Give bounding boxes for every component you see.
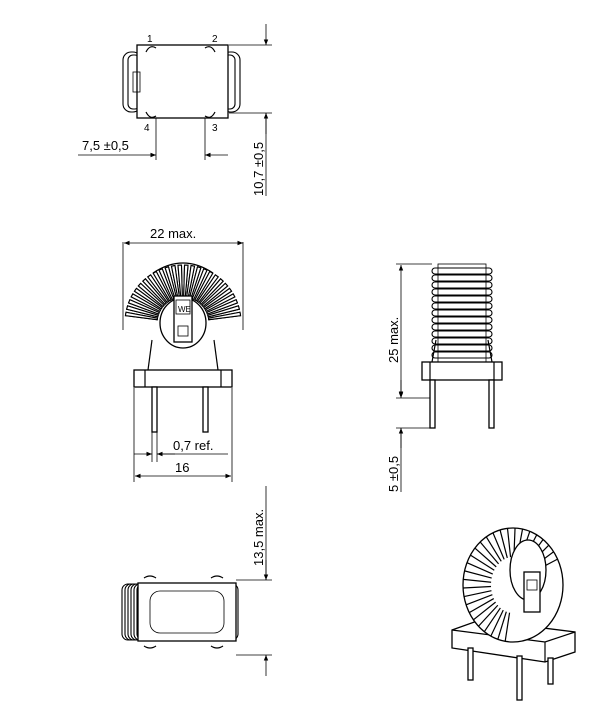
dim-side-height: 25 max. — [386, 317, 401, 363]
winding-turn — [463, 578, 492, 583]
winding-turn — [206, 298, 239, 315]
winding-turn — [474, 547, 497, 568]
front-view: WE 22 max. 0,7 ref. 16 — [122, 226, 244, 482]
pin-label-2: 2 — [212, 34, 218, 45]
winding-turn — [133, 287, 163, 310]
winding-turn — [479, 541, 500, 565]
winding-turn — [431, 330, 493, 338]
winding-turn — [470, 554, 495, 571]
winding-turn — [492, 532, 505, 560]
winding-turn — [431, 323, 493, 331]
winding-turn — [431, 344, 493, 352]
winding-turn — [506, 528, 512, 558]
winding-turn — [473, 601, 496, 621]
winding-turn — [468, 598, 495, 614]
winding-turn — [204, 293, 236, 313]
winding-turn — [431, 295, 493, 303]
winding-turn — [127, 298, 160, 315]
winding-turn — [191, 268, 208, 301]
winding-turn — [196, 274, 219, 304]
winding-turn — [504, 612, 511, 642]
dim-pin-length: 5 ±0,5 — [386, 456, 401, 492]
marking-text: WE — [178, 305, 191, 314]
winding-turn — [431, 302, 493, 310]
toroid-choke-3d-icon — [451, 527, 576, 701]
winding-turn — [464, 570, 492, 579]
winding-turn — [203, 287, 233, 310]
winding-turn — [147, 274, 170, 304]
winding-turn — [485, 536, 502, 562]
winding-turn — [478, 604, 499, 627]
dim-pin-pitch: 7,5 ±0,5 — [82, 138, 129, 153]
pin-label-1: 1 — [147, 34, 153, 45]
winding-turn — [463, 585, 492, 589]
pin-label-4: 4 — [144, 123, 150, 134]
winding-turn — [431, 288, 493, 296]
dim-pin-dia: 0,7 ref. — [173, 438, 213, 453]
winding-turn — [466, 562, 493, 575]
winding-turn — [199, 278, 224, 306]
core-outline — [152, 262, 214, 274]
pin-label-3: 3 — [212, 123, 218, 134]
winding-turn — [431, 309, 493, 317]
winding-turn — [431, 274, 493, 282]
winding-turn — [431, 316, 493, 324]
winding-turn — [158, 268, 175, 301]
winding-turn — [431, 351, 493, 359]
dim-bottom-depth: 13,5 max. — [251, 509, 266, 566]
winding-turn — [483, 607, 501, 633]
dim-pin-span: 16 — [175, 460, 189, 475]
winding-turn — [130, 293, 162, 313]
winding-turn — [490, 609, 504, 637]
winding-turn — [431, 281, 493, 289]
side-windings — [431, 263, 493, 365]
winding-turn — [207, 311, 242, 321]
winding-turn — [137, 282, 165, 308]
winding-turn — [463, 590, 492, 598]
winding-turn — [465, 594, 493, 606]
winding-turn — [207, 305, 241, 318]
side-view: 25 max. 5 ±0,5 — [386, 263, 503, 492]
winding-turn — [499, 529, 508, 559]
winding-turn — [142, 278, 167, 306]
top-view: 1 2 3 4 10,7 ±0,5 7,5 ±0,5 — [78, 24, 272, 196]
winding-turn — [431, 267, 493, 275]
winding-turn — [201, 282, 229, 308]
dim-top-height: 10,7 ±0,5 — [251, 142, 266, 196]
winding-turn — [431, 337, 493, 345]
dim-width: 22 max. — [150, 226, 196, 241]
toroid-windings — [124, 262, 242, 321]
winding-turn — [125, 305, 159, 318]
winding-turn — [124, 311, 159, 321]
winding-turn — [497, 611, 507, 640]
bottom-view: 13,5 max. — [121, 486, 272, 676]
